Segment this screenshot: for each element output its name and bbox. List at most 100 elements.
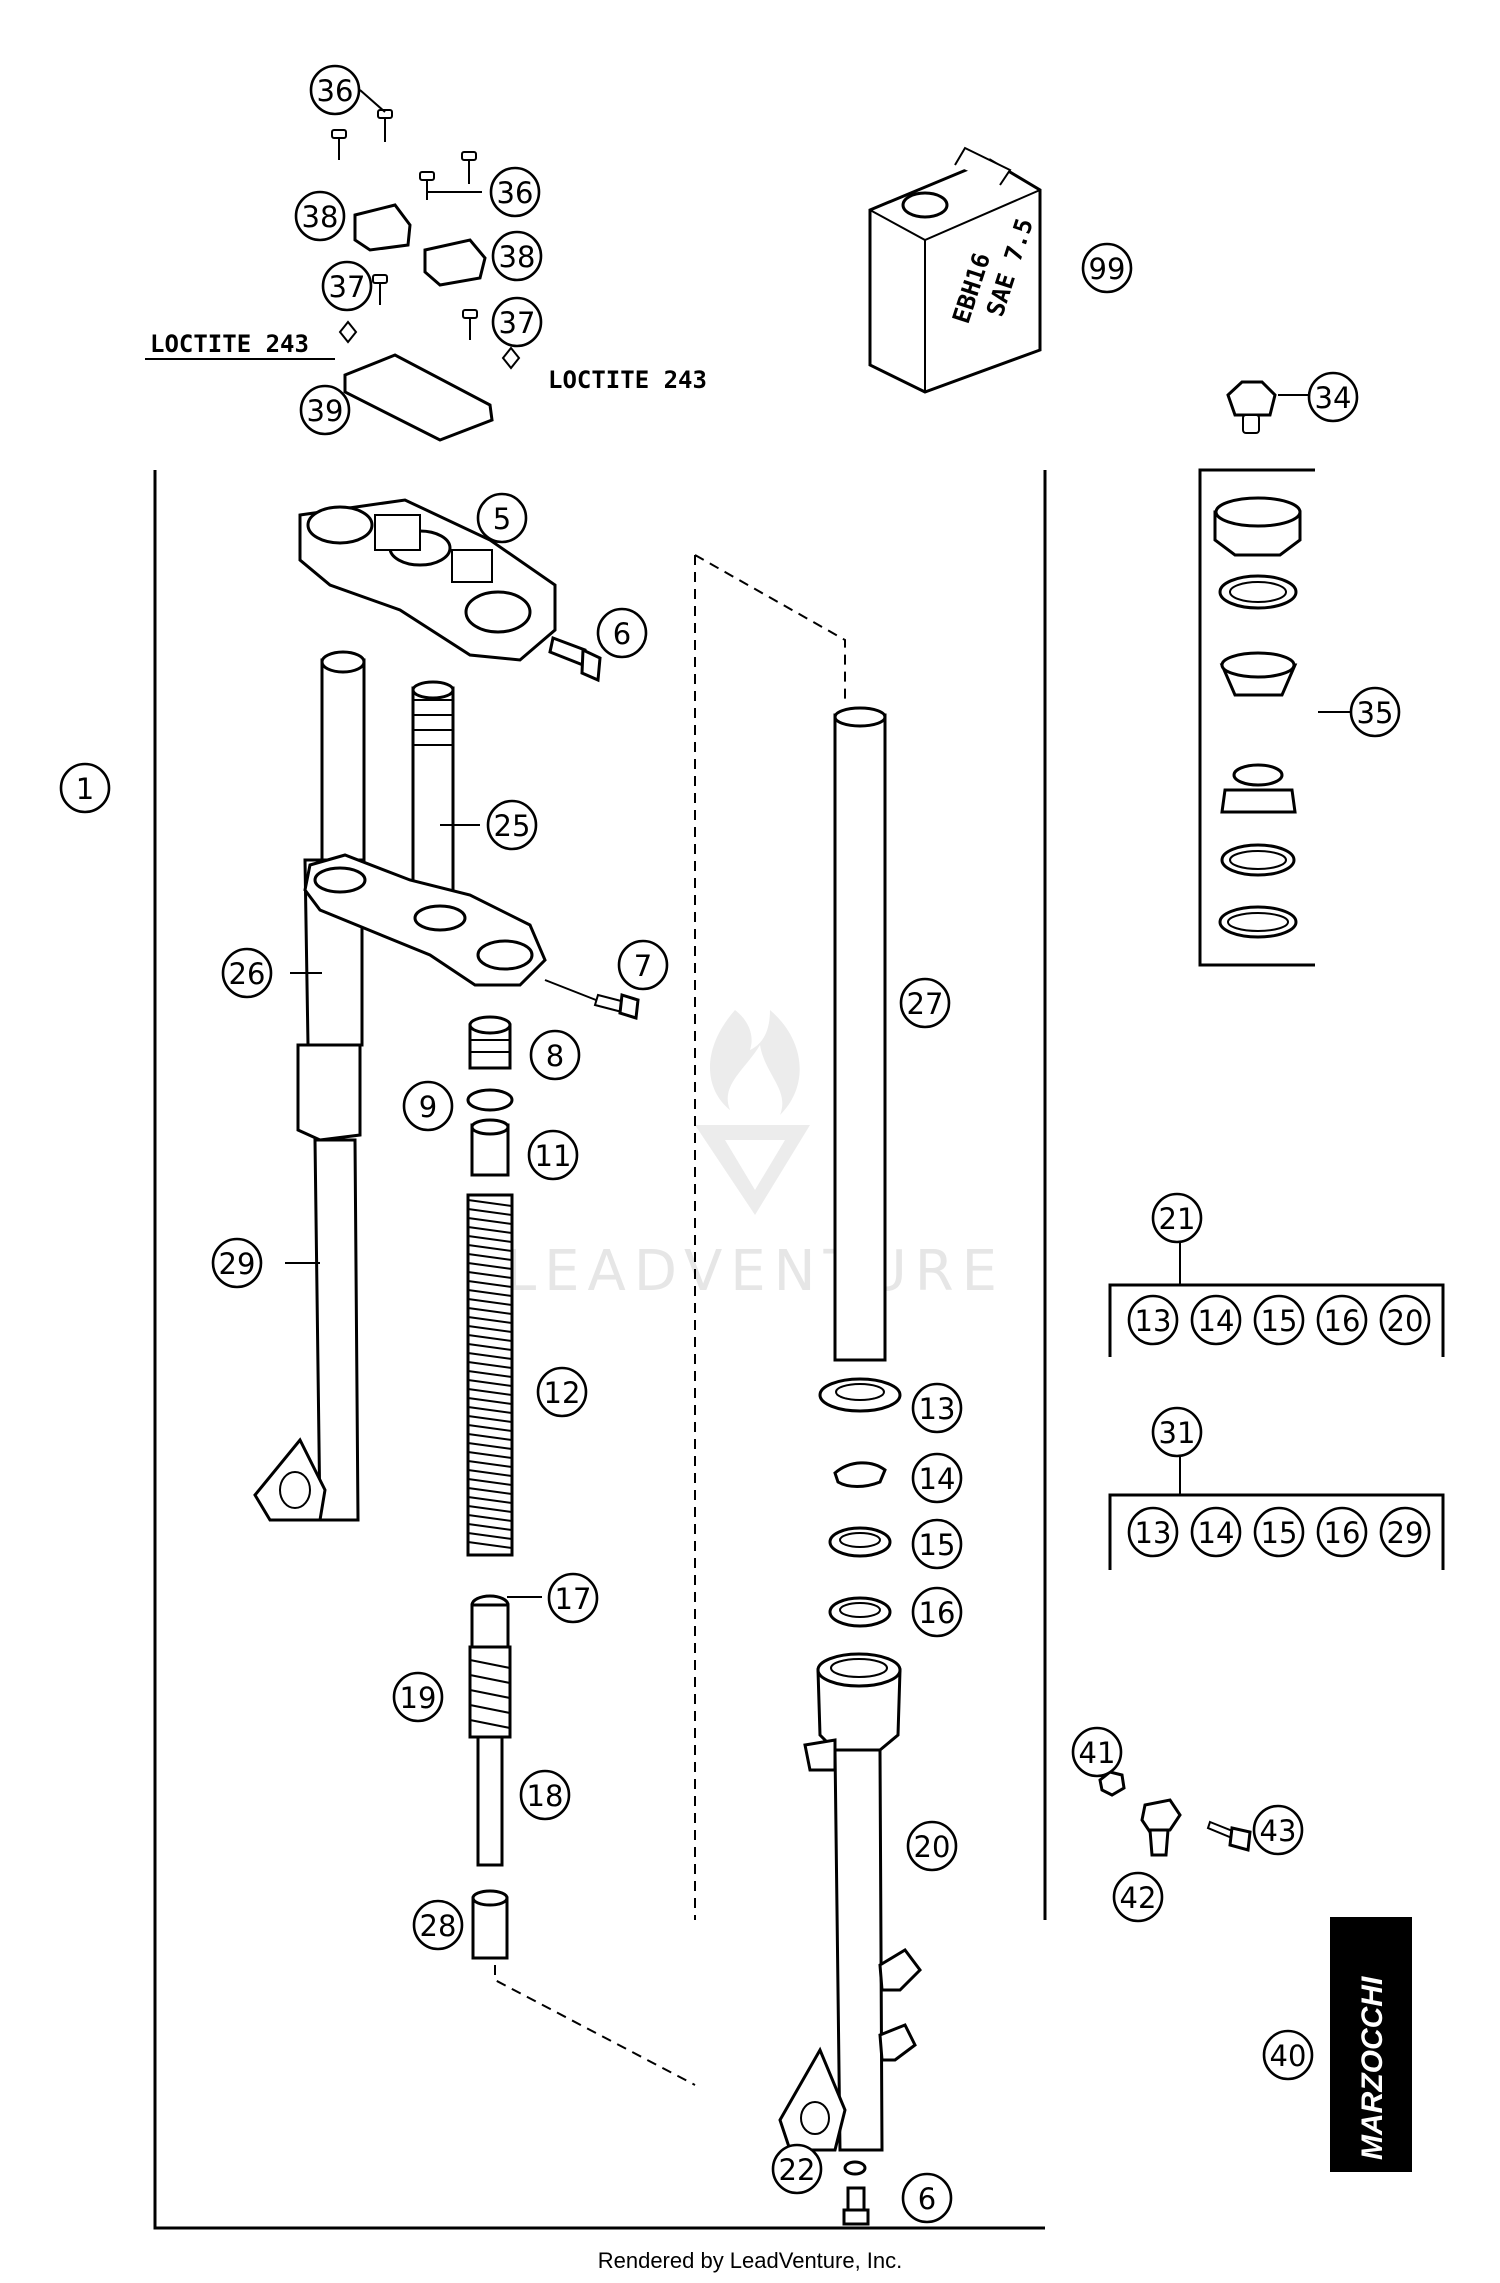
kit-21-item-13-label: 13 — [1135, 1304, 1172, 1338]
callout-38: 38 — [294, 190, 346, 242]
callout-5-label: 5 — [493, 502, 511, 536]
bearing-kit-frame — [1198, 468, 1315, 967]
bolt-36-group — [331, 89, 482, 200]
kit-21-item-20-label: 20 — [1387, 1304, 1424, 1338]
callout-13: 13 — [911, 1382, 963, 1434]
footer-credit: Rendered by LeadVenture, Inc. — [597, 2248, 903, 2273]
callout-11: 11 — [527, 1129, 579, 1181]
kit-31-item-16: 16 — [1316, 1506, 1368, 1558]
callout-28: 28 — [412, 1899, 464, 1951]
callout-31-label: 31 — [1159, 1416, 1196, 1450]
kit-31-item-29: 29 — [1379, 1506, 1431, 1558]
callout-37-label: 37 — [499, 306, 536, 340]
kit-21-item-15-label: 15 — [1261, 1304, 1298, 1338]
callout-43: 43 — [1252, 1804, 1304, 1856]
callout-14: 14 — [911, 1452, 963, 1504]
upper-triple-clamp — [298, 498, 557, 662]
kit-21-item-15: 15 — [1253, 1294, 1305, 1346]
callout-6-label: 6 — [918, 2182, 936, 2216]
callout-14-label: 14 — [919, 1462, 956, 1496]
callout-25: 25 — [486, 799, 538, 851]
kit-31-item-13-label: 13 — [1135, 1516, 1172, 1550]
kit-21-item-13: 13 — [1127, 1294, 1179, 1346]
right-lower-leg — [778, 1652, 922, 2152]
callout-27: 27 — [899, 977, 951, 1029]
callout-42-label: 42 — [1120, 1881, 1157, 1915]
callout-38-label: 38 — [499, 240, 536, 274]
callout-35-label: 35 — [1357, 696, 1394, 730]
o-ring-9 — [466, 1088, 514, 1112]
callout-29-label: 29 — [219, 1247, 256, 1281]
callout-19-label: 19 — [400, 1681, 437, 1715]
spacer-11 — [470, 1118, 510, 1177]
callout-28-label: 28 — [420, 1909, 457, 1943]
callout-41-label: 41 — [1079, 1736, 1116, 1770]
callout-19: 19 — [392, 1671, 444, 1723]
lower-triple-clamp — [303, 680, 547, 987]
callout-34-label: 34 — [1315, 381, 1352, 415]
callout-15-label: 15 — [919, 1528, 956, 1562]
callout-13-label: 13 — [919, 1392, 956, 1426]
callout-40-label: 40 — [1270, 2039, 1307, 2073]
kit-31-item-16-label: 16 — [1324, 1516, 1361, 1550]
callout-37: 37 — [491, 296, 543, 348]
callout-1: 1 — [59, 762, 111, 814]
kit-21-frame — [1108, 1283, 1445, 1357]
callout-11-label: 11 — [535, 1139, 572, 1173]
callout-34: 34 — [1307, 371, 1359, 423]
callout-5: 5 — [476, 492, 528, 544]
clip-14 — [833, 1461, 887, 1488]
marzocchi-logo-text: MARZOCCHI — [1356, 1976, 1389, 2160]
callout-9-label: 9 — [419, 1090, 437, 1124]
callout-6: 6 — [901, 2172, 953, 2224]
callout-17: 17 — [547, 1572, 599, 1624]
callout-18: 18 — [519, 1769, 571, 1821]
callout-1-label: 1 — [76, 772, 94, 806]
nut-34 — [1226, 380, 1277, 434]
kit-31-item-14: 14 — [1190, 1506, 1242, 1558]
cartridge-guide-line — [494, 1965, 696, 2086]
callout-36: 36 — [489, 166, 541, 218]
kit-21-item-16: 16 — [1316, 1294, 1368, 1346]
bracket-39 — [343, 353, 494, 442]
callout-21-label: 21 — [1159, 1202, 1196, 1236]
callout-18-label: 18 — [527, 1779, 564, 1813]
o-ring-22 — [843, 2160, 867, 2176]
callout-8: 8 — [529, 1029, 581, 1081]
kit-21-item-14-label: 14 — [1198, 1304, 1235, 1338]
callout-39-label: 39 — [307, 394, 344, 428]
bolt-37-group — [145, 274, 521, 370]
callout-6: 6 — [596, 607, 648, 659]
callout-26: 26 — [221, 947, 273, 999]
callout-27-label: 27 — [907, 987, 944, 1021]
callout-39: 39 — [299, 384, 351, 436]
bushing-16 — [828, 1596, 892, 1628]
watermark-text: LEADVENTURE — [505, 1239, 1005, 1304]
callout-7-label: 7 — [634, 949, 652, 983]
assembly-frame — [153, 470, 1047, 2230]
callout-36-label: 36 — [497, 176, 534, 210]
kit-21-item-16-label: 16 — [1324, 1304, 1361, 1338]
kit-21-item-14: 14 — [1190, 1294, 1242, 1346]
kit-31-item-14-label: 14 — [1198, 1516, 1235, 1550]
bearing-kit-35 — [1213, 496, 1370, 939]
callout-99: 99 — [1081, 242, 1133, 294]
left-fork-leg — [253, 650, 366, 1522]
callout-25-label: 25 — [494, 809, 531, 843]
kit-31-item-29-label: 29 — [1387, 1516, 1424, 1550]
screw-6-bottom — [842, 2186, 870, 2226]
seal-13 — [818, 1377, 902, 1413]
kit-31-frame — [1108, 1493, 1445, 1570]
callout-37: 37 — [321, 260, 373, 312]
callout-6-label: 6 — [613, 617, 631, 651]
kit-31-item-15: 15 — [1253, 1506, 1305, 1558]
callout-21: 21 — [1151, 1192, 1203, 1244]
screw-6-top — [548, 635, 602, 683]
fork-cap-8 — [468, 1015, 512, 1070]
callout-42: 42 — [1112, 1871, 1164, 1923]
callout-38: 38 — [491, 230, 543, 282]
callout-36-label: 36 — [317, 74, 354, 108]
loctite-label-left: LOCTITE 243 — [150, 330, 309, 358]
